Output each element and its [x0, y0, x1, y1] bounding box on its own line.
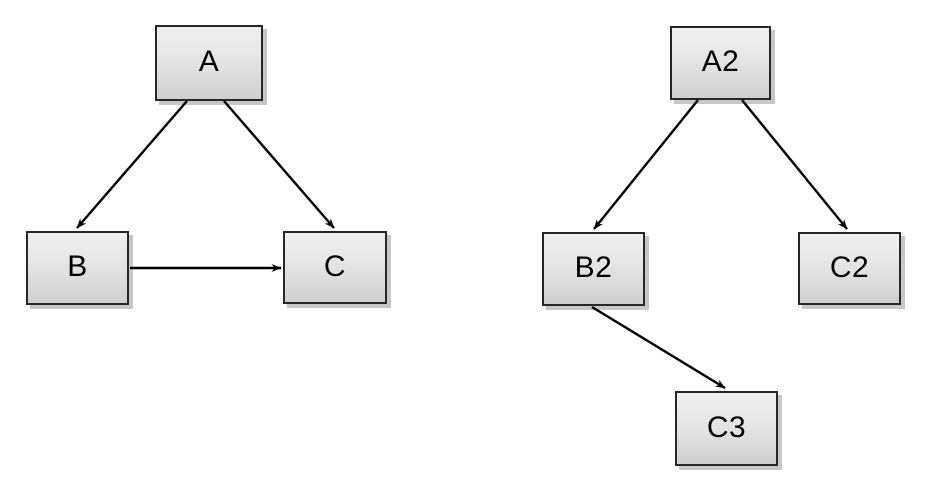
node-label-a2: A2 — [701, 45, 740, 78]
node-label-c2: C2 — [829, 250, 870, 284]
node-b2[interactable]: B2 — [542, 232, 645, 306]
node-b[interactable]: B — [26, 231, 129, 305]
edge-a-to-c — [223, 100, 335, 229]
node-label-c: C — [323, 249, 347, 283]
node-c3[interactable]: C3 — [675, 391, 778, 466]
edge-b2-to-c3 — [591, 305, 726, 390]
node-c[interactable]: C — [283, 231, 387, 304]
edge-a2-to-c2 — [741, 99, 848, 230]
edge-a-to-b — [76, 100, 188, 229]
node-a2[interactable]: A2 — [670, 26, 771, 100]
node-a[interactable]: A — [155, 25, 263, 101]
node-label-c3: C3 — [706, 410, 747, 444]
node-label-b2: B2 — [574, 251, 613, 284]
edge-a2-to-b2 — [593, 99, 699, 230]
edges-group — [76, 99, 848, 390]
node-c2[interactable]: C2 — [798, 232, 901, 305]
node-label-b: B — [67, 250, 88, 283]
node-label-a: A — [198, 45, 220, 78]
